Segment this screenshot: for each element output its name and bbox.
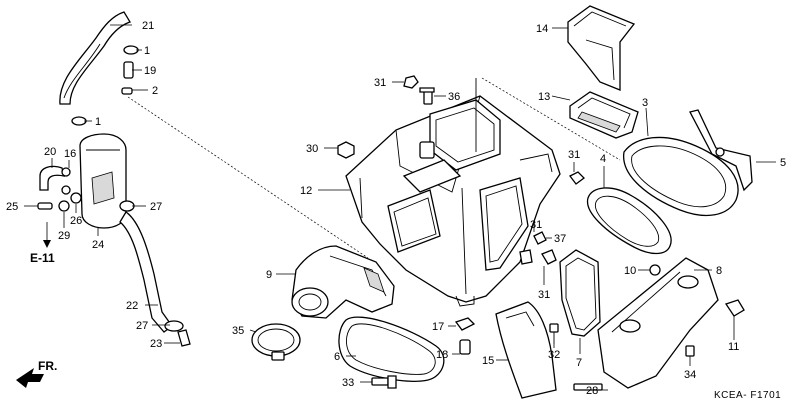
callout-label: 32 (548, 349, 560, 361)
callout-label: 22 (126, 300, 138, 312)
bolt-28 (573, 383, 608, 391)
air-intake-boot (291, 245, 395, 319)
callout-label: 12 (300, 185, 312, 197)
callout-label: 3 (642, 97, 648, 109)
callout-label: 9 (266, 269, 272, 281)
bolt-33 (360, 375, 397, 389)
callout-label: 16 (64, 148, 76, 160)
callout-label: 37 (554, 233, 566, 245)
callout-label: 4 (600, 153, 606, 165)
hose-band-35 (249, 323, 301, 361)
callout-label: 23 (150, 338, 162, 350)
callout-label: 24 (92, 239, 104, 251)
callout-label: 28 (586, 385, 598, 397)
callout-label: 10 (624, 265, 636, 277)
bracket-5 (689, 109, 776, 192)
callout-label: 27 (150, 201, 162, 213)
callout-label: 5 (780, 157, 786, 169)
callout-label: 26 (70, 215, 82, 227)
callout-label: 1 (95, 116, 101, 128)
dash-ref-2 (481, 77, 621, 161)
breather-separator (79, 133, 127, 229)
callout-label: 27 (136, 320, 148, 332)
callout-label: 14 (536, 23, 548, 35)
callout-label: 31 (374, 77, 386, 89)
grommet-10 (638, 264, 661, 276)
hose-clip-upper (123, 45, 139, 55)
callout-label: 31 (568, 149, 580, 161)
drain-hose-20 (39, 165, 65, 191)
callout-label: 29 (58, 230, 70, 242)
hose-clip-lower (71, 116, 87, 126)
breather-tube (59, 11, 131, 105)
callout-label: 36 (448, 91, 460, 103)
dash-ref-1 (127, 96, 369, 259)
fastener-11 (724, 299, 745, 340)
breather-fitting (121, 61, 134, 95)
callout-label: 15 (482, 355, 494, 367)
seal-6 (338, 316, 445, 382)
callout-label: 20 (44, 146, 56, 158)
callout-label: 33 (342, 377, 354, 389)
screw-32 (549, 323, 559, 348)
e11-arrow (43, 240, 51, 248)
centre-leaders (276, 81, 575, 285)
callout-label: 35 (232, 325, 244, 337)
figure-code: KCEA- F1701 (714, 390, 781, 401)
callout-label: 25 (6, 201, 18, 213)
callout-label: 19 (144, 65, 156, 77)
callout-label: 13 (538, 91, 550, 103)
element-3 (623, 107, 739, 217)
callout-label: 11 (728, 341, 739, 353)
plate-15 (495, 301, 557, 399)
drain-tube (119, 200, 191, 347)
callout-label: 2 (152, 85, 158, 97)
air-cleaner-case (345, 78, 561, 307)
front-label: FR. (38, 359, 57, 373)
collar-34 (685, 345, 695, 366)
callout-label: 30 (306, 143, 318, 155)
left-leaders (24, 24, 180, 344)
callout-label: 31 (538, 289, 550, 301)
bolts-case (337, 75, 585, 265)
clip-17-18 (448, 317, 476, 355)
duct-14 (552, 5, 636, 91)
callout-label: 6 (334, 351, 340, 363)
reference-label: E-11 (30, 251, 55, 265)
callout-label: 7 (576, 357, 582, 369)
element-holder-13 (551, 91, 639, 139)
callout-label: 34 (684, 369, 696, 381)
callout-label: 18 (436, 349, 448, 361)
front-arrow-icon (16, 368, 44, 388)
callout-label: 21 (142, 20, 154, 32)
side-cover-8 (597, 257, 719, 389)
gasket-7 (559, 249, 601, 354)
element-4 (586, 166, 672, 255)
callout-label: 8 (716, 265, 722, 277)
callout-label: 31 (530, 219, 542, 231)
callout-label: 1 (144, 45, 150, 57)
callout-label: 17 (432, 321, 444, 333)
